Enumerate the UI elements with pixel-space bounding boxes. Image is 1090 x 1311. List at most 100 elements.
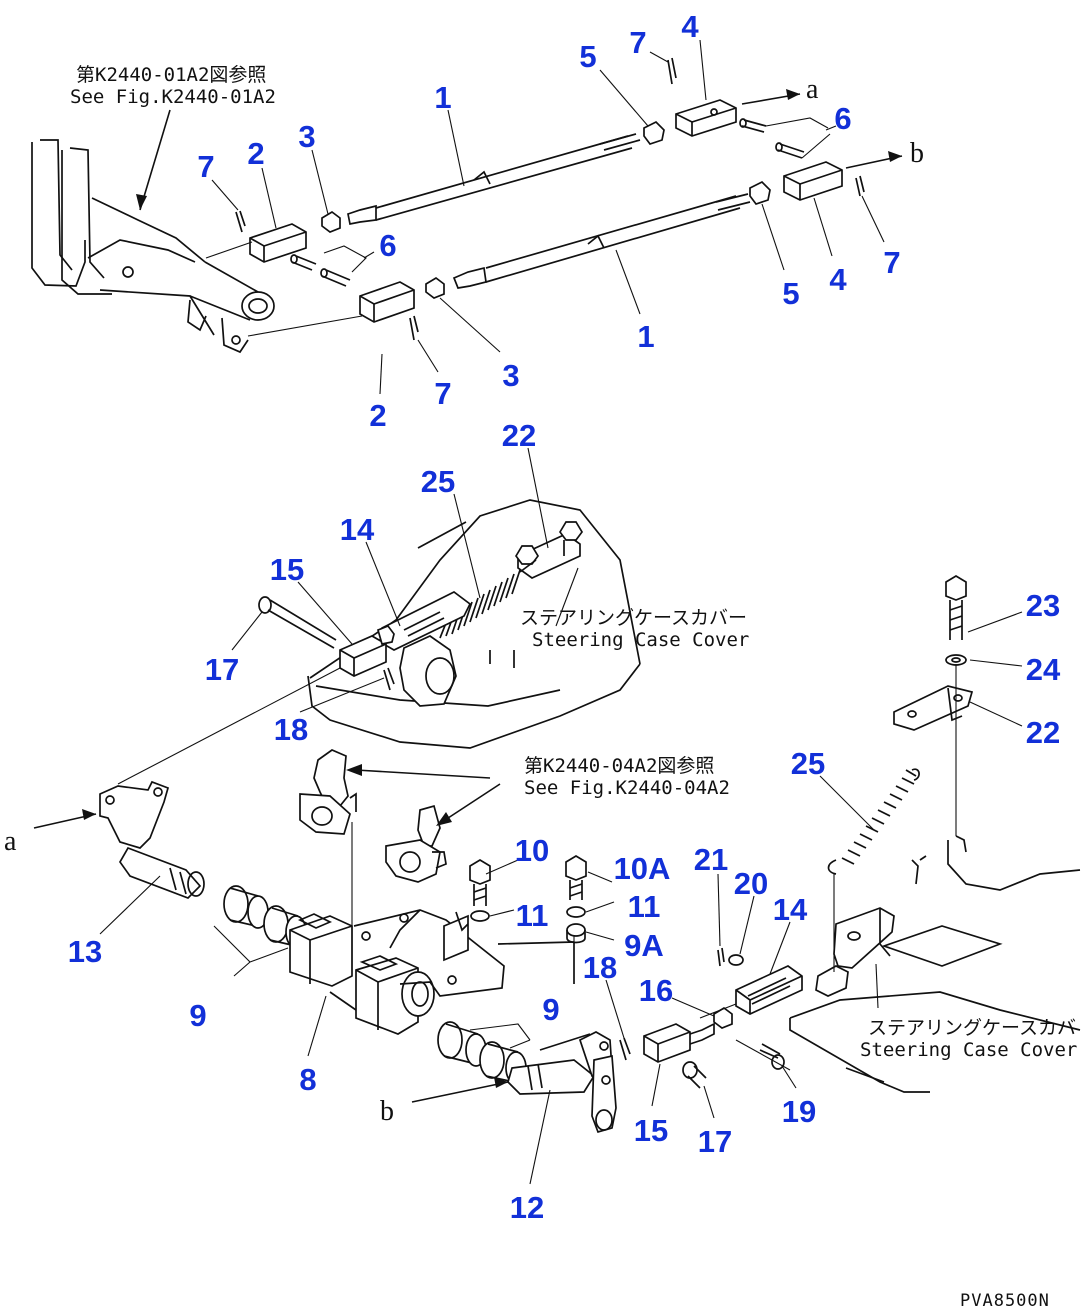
callout-5: 5	[782, 276, 799, 311]
top-ref-pointer	[136, 109, 171, 211]
spring-25-right	[827, 768, 920, 875]
callout-18: 18	[583, 950, 617, 985]
bolt-17-lower	[682, 1061, 707, 1089]
hidden-line	[247, 315, 363, 337]
callout-14: 14	[773, 892, 808, 927]
mid-ref-note-ja: 第K2440-04A2図参照	[524, 755, 714, 777]
callout-10A: 10A	[614, 851, 671, 886]
cover2-note-ja: ステアリングケースカバ	[868, 1017, 1076, 1039]
clevis-2-lower	[359, 281, 415, 323]
bolt-23	[945, 575, 967, 640]
callout-22: 22	[502, 418, 536, 453]
callout-11: 11	[628, 889, 661, 924]
nut-3-lower	[425, 276, 445, 299]
line-14-lower	[699, 1003, 737, 1019]
bolt-17-cover	[258, 596, 337, 649]
bolt-10	[469, 859, 491, 906]
washer-24	[945, 654, 967, 666]
callout-7: 7	[434, 376, 451, 411]
base-plate	[353, 909, 505, 997]
clevis-4-lower	[783, 161, 843, 201]
callout-10: 10	[515, 833, 549, 868]
lever-14-cover	[379, 591, 472, 707]
clevis-2-upper	[249, 223, 307, 263]
callout-9: 9	[542, 992, 559, 1027]
ref-arrows-mid	[346, 764, 501, 826]
connection-letter-a-lower: a	[4, 826, 17, 857]
callout-15: 15	[634, 1113, 668, 1148]
lever-arm-right	[815, 907, 895, 997]
callout-17: 17	[698, 1124, 732, 1159]
callout-9: 9	[189, 998, 206, 1033]
arrow-a-top	[741, 89, 801, 105]
callout-3: 3	[298, 119, 315, 154]
callout-25: 25	[421, 464, 455, 499]
spacer-9A	[566, 923, 586, 944]
leader-lines-top	[211, 39, 885, 395]
split-pin-18-lower	[619, 1037, 631, 1061]
callout-1: 1	[434, 80, 451, 115]
cover2-note-en: Steering Case Cover	[860, 1039, 1077, 1061]
bracket-22-cover	[514, 521, 584, 579]
leader-lines-middle	[231, 447, 549, 713]
connection-letter-a-top: a	[806, 74, 819, 105]
steering-case-cover-2	[789, 835, 1081, 1093]
callout-12: 12	[510, 1190, 544, 1225]
arrow-b-lower	[411, 1077, 509, 1103]
connection-letter-b-top: b	[910, 138, 924, 169]
spring-25-cover	[439, 559, 537, 639]
washer-11-right	[566, 906, 586, 918]
callout-5: 5	[579, 39, 596, 74]
connection-letter-b-lower: b	[380, 1096, 394, 1127]
callout-4: 4	[829, 262, 847, 297]
top-pedal-bracket	[31, 139, 275, 354]
callout-9A: 9A	[624, 928, 664, 963]
cover1-note-en: Steering Case Cover	[532, 629, 749, 651]
callout-18: 18	[274, 712, 308, 747]
callout-2: 2	[369, 398, 386, 433]
clevis-15-lower	[643, 1022, 715, 1063]
arrow-a-lower	[33, 809, 97, 829]
callout-19: 19	[782, 1094, 816, 1129]
lever-lower-ref	[385, 804, 447, 883]
arrow-b-top	[845, 151, 903, 169]
lever-upper-ref	[299, 749, 357, 835]
callout-3: 3	[502, 358, 519, 393]
callout-11: 11	[516, 898, 549, 933]
nut-16	[713, 1006, 733, 1029]
callout-4: 4	[681, 9, 699, 44]
callout-6: 6	[834, 101, 851, 136]
split-pin-18-cover	[383, 667, 395, 691]
housing-8	[289, 913, 435, 1035]
line-cover-right	[875, 963, 879, 1009]
nut-3-upper	[321, 210, 341, 233]
top-ref-note-ja: 第K2440-01A2図参照	[76, 64, 266, 86]
callout-15: 15	[270, 552, 304, 587]
lever-shaft-13	[99, 780, 205, 899]
nut-5-lower	[749, 180, 771, 206]
callout-25: 25	[791, 746, 825, 781]
washer-11-left	[470, 910, 490, 922]
cover-note-leader	[555, 567, 579, 627]
lever-shaft-12	[507, 1031, 617, 1134]
callout-14: 14	[340, 512, 375, 547]
callout-22: 22	[1026, 715, 1060, 750]
bushings-9-left	[213, 885, 307, 977]
link-line-a	[117, 667, 341, 785]
callout-13: 13	[68, 934, 102, 969]
bracket-plate	[443, 911, 575, 984]
callout-23: 23	[1026, 588, 1060, 623]
top-ref-note-en: See Fig.K2440-01A2	[70, 86, 276, 108]
bolt-10A	[565, 855, 587, 900]
split-pins-7	[235, 57, 865, 341]
callout-16: 16	[639, 973, 673, 1008]
callout-20: 20	[734, 866, 768, 901]
line-19	[735, 1039, 791, 1071]
callout-8: 8	[299, 1062, 316, 1097]
pins-6-left	[290, 245, 367, 287]
hidden-line	[205, 241, 253, 259]
clevis-15-cover	[339, 624, 395, 677]
callout-1: 1	[637, 319, 654, 354]
